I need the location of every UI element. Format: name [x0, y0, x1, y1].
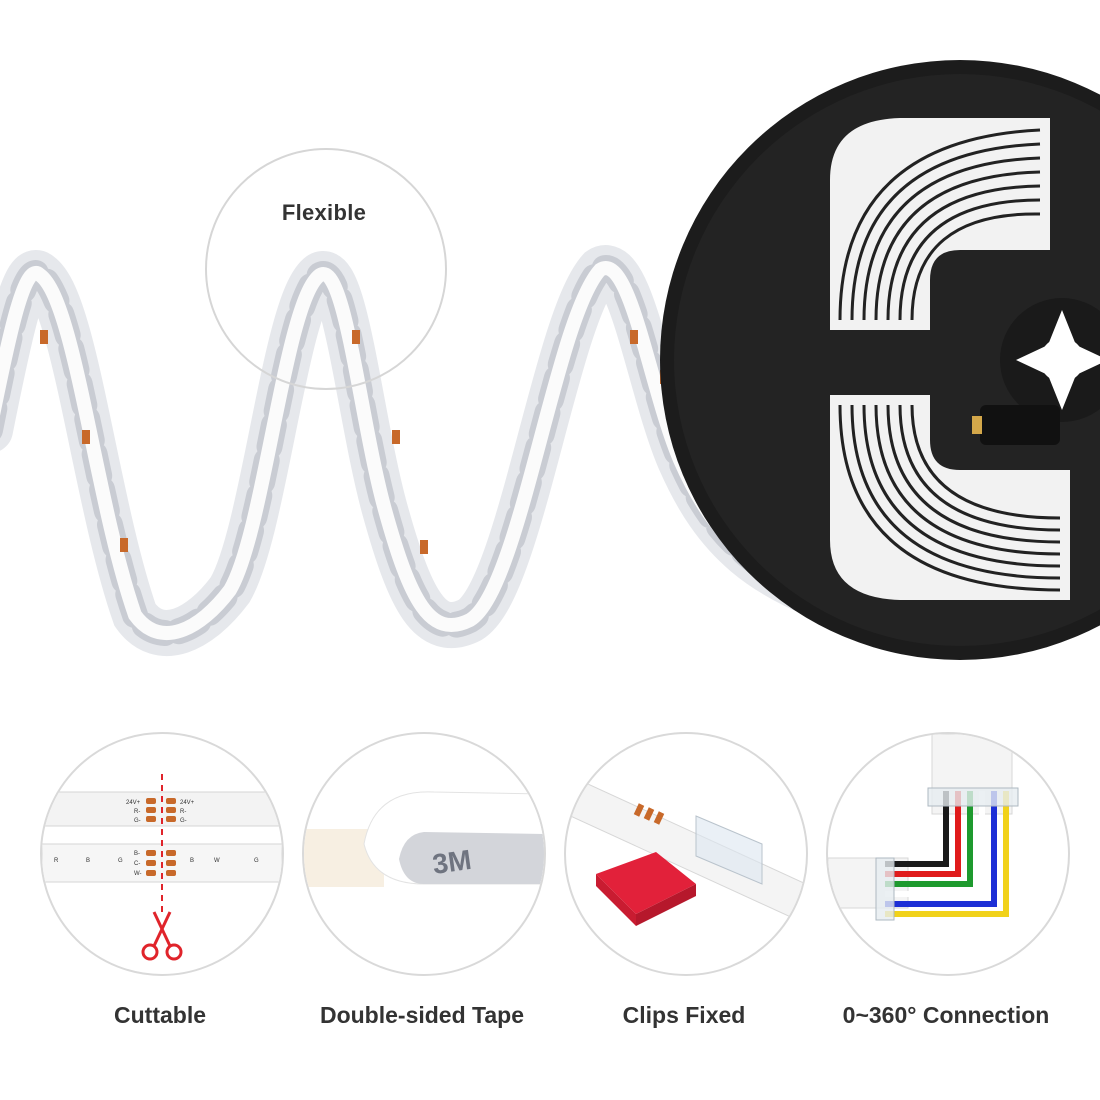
cuttable-illustration: 24V+ R- G- 24V+ R- G- B- C- W- R B G B W… [42, 774, 282, 961]
clips-illustration [566, 773, 806, 926]
feature-connection-image [826, 732, 1070, 976]
connection-illustration [828, 734, 1019, 921]
feature-cuttable-image: 24V+ R- G- 24V+ R- G- B- C- W- R B G B W… [40, 732, 284, 976]
pad-label: G- [180, 818, 187, 824]
segment-mark: W [214, 858, 220, 864]
scissors-icon [141, 911, 183, 961]
segment-mark: G [118, 858, 123, 864]
pad-label: C- [134, 861, 140, 867]
pad-label: R- [180, 809, 186, 815]
flexible-label: Flexible [281, 200, 367, 225]
segment-mark: B [190, 858, 194, 864]
segment-mark: B [86, 858, 90, 864]
pad-label: G- [134, 818, 141, 824]
tape-illustration: 3M [304, 791, 544, 887]
tape-logo: 3M [431, 844, 474, 880]
feature-label-clips: Clips Fixed [622, 1002, 746, 1028]
segment-mark: R [54, 858, 59, 864]
pad-label: 24V+ [126, 800, 141, 806]
reel [660, 60, 1100, 660]
feature-clips-image [564, 732, 808, 976]
pad-label: W- [134, 871, 142, 877]
pad-label: B- [134, 851, 140, 857]
pad-label: 24V+ [180, 800, 195, 806]
hero-product-image: Flexible [0, 60, 1100, 660]
flexible-callout-circle [205, 148, 447, 390]
feature-tape-image: 3M [302, 732, 546, 976]
feature-label-connection: 0~360° Connection [842, 1002, 1050, 1028]
led-strip-illustration [0, 60, 1100, 660]
segment-mark: G [254, 858, 259, 864]
pad-label: R- [134, 809, 140, 815]
feature-label-tape: Double-sided Tape [319, 1002, 525, 1028]
feature-label-cuttable: Cuttable [114, 1002, 206, 1028]
